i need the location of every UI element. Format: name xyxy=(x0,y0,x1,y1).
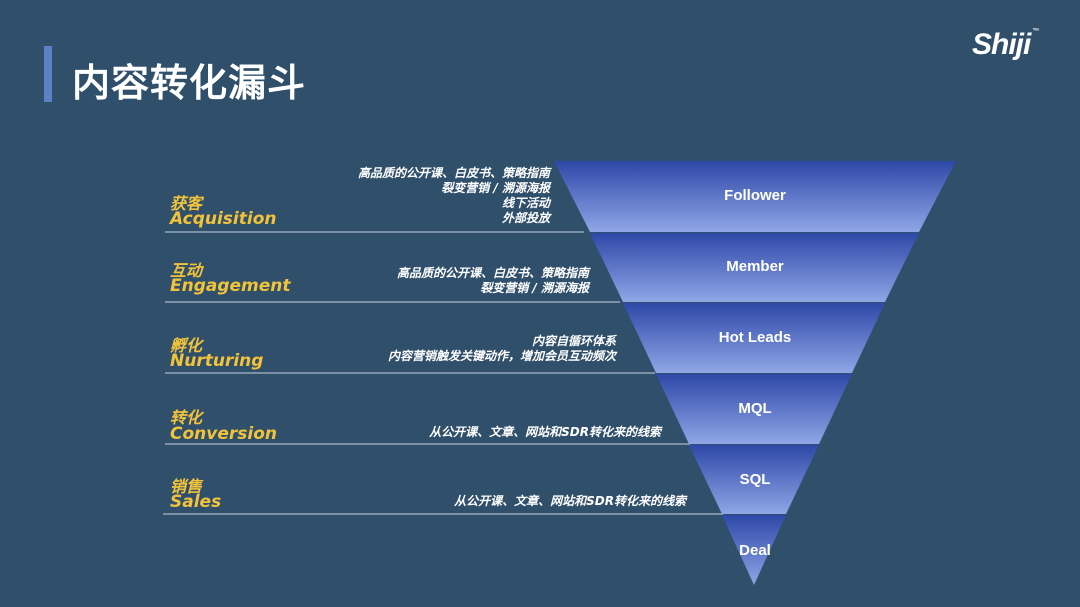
funnel-label-sql: SQL xyxy=(740,471,771,488)
funnel-segment-hot-leads xyxy=(623,303,885,373)
note-line: 裂变营销 / 溯源海报 xyxy=(441,181,550,195)
stage-en-acquisition: Acquisition xyxy=(170,209,277,229)
stage-en-engagement: Engagement xyxy=(170,276,291,296)
funnel-label-deal: Deal xyxy=(739,542,771,559)
funnel-segment-mql xyxy=(656,374,852,444)
funnel-label-member: Member xyxy=(726,258,784,275)
funnel-segment-sql xyxy=(689,445,819,514)
stage-notes-acquisition: 高品质的公开课、白皮书、策略指南 裂变营销 / 溯源海报 线下活动 外部投放 xyxy=(358,166,550,226)
funnel-segment-follower xyxy=(554,161,956,232)
stage-zh-acquisition: 获客 xyxy=(170,194,203,213)
stage-zh-nurturing: 孵化 xyxy=(170,336,203,355)
funnel-segment-deal xyxy=(722,515,786,585)
funnel-label-hot-leads: Hot Leads xyxy=(719,329,792,346)
note-line: 内容营销触发关键动作，增加会员互动频次 xyxy=(387,349,616,363)
stage-zh-conversion: 转化 xyxy=(170,408,203,427)
stage-notes-engagement: 高品质的公开课、白皮书、策略指南 裂变营销 / 溯源海报 xyxy=(397,266,589,296)
page-title: 内容转化漏斗 xyxy=(72,61,307,105)
stage-zh-sales: 销售 xyxy=(170,477,203,496)
note-line: 从公开课、文章、网站和SDR转化来的线索 xyxy=(454,494,686,508)
funnel-label-mql: MQL xyxy=(738,400,771,417)
note-line: 外部投放 xyxy=(501,211,550,225)
stage-zh-engagement: 互动 xyxy=(170,261,203,280)
stage-notes-sales: 从公开课、文章、网站和SDR转化来的线索 xyxy=(454,494,686,509)
note-line: 高品质的公开课、白皮书、策略指南 xyxy=(396,266,589,280)
stage-en-sales: Sales xyxy=(170,492,222,512)
funnel-segment-member xyxy=(590,233,919,302)
stage-notes-conversion: 从公开课、文章、网站和SDR转化来的线索 xyxy=(429,425,661,440)
stage-en-conversion: Conversion xyxy=(170,424,277,444)
funnel-label-follower: Follower xyxy=(724,187,786,204)
note-line: 从公开课、文章、网站和SDR转化来的线索 xyxy=(429,425,661,439)
logo-text: Shiji xyxy=(972,28,1031,61)
stage-en-nurturing: Nurturing xyxy=(170,351,264,371)
title-accent-bar xyxy=(44,46,52,102)
stage-notes-nurturing: 内容自循环体系 内容营销触发关键动作，增加会员互动频次 xyxy=(388,334,616,364)
logo-trademark: ™ xyxy=(1032,28,1039,35)
note-line: 线下活动 xyxy=(501,196,550,210)
note-line: 裂变营销 / 溯源海报 xyxy=(480,281,589,295)
note-line: 内容自循环体系 xyxy=(531,334,616,348)
note-line: 高品质的公开课、白皮书、策略指南 xyxy=(357,166,550,180)
